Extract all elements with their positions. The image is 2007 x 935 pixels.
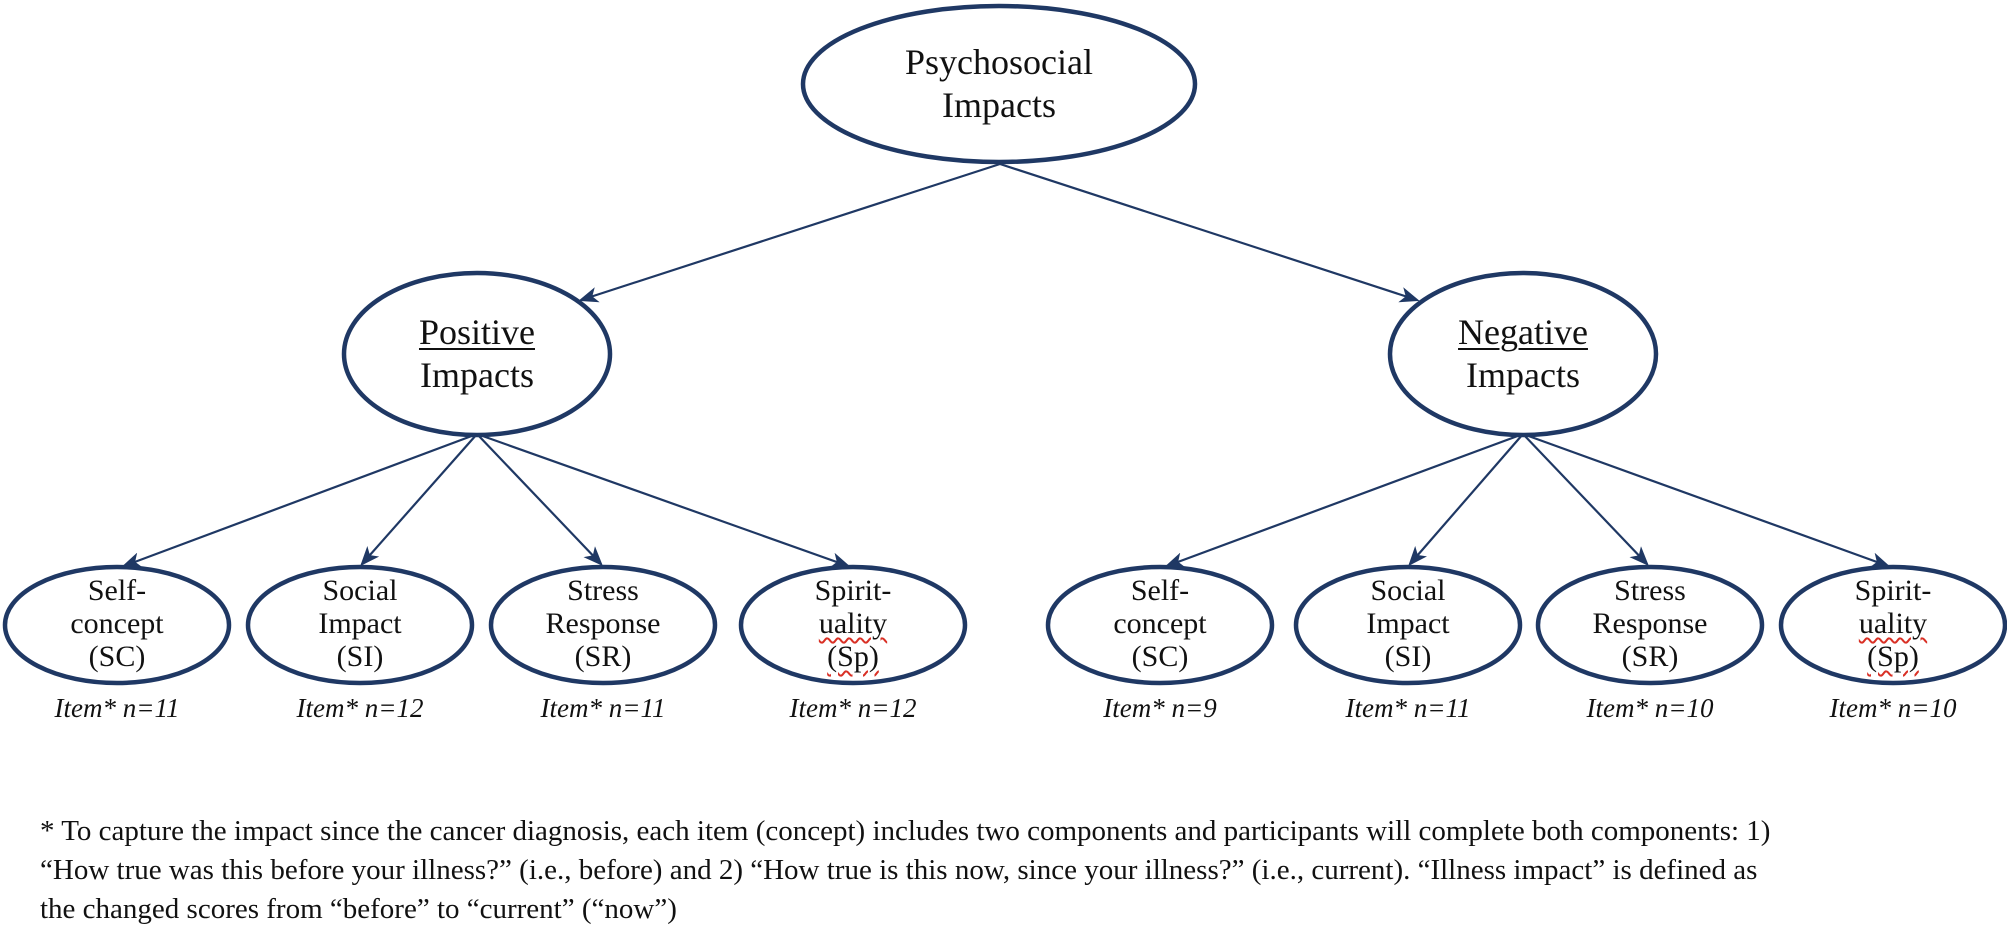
misspelled-word: uality (1858, 607, 1928, 640)
pos-spirituality-ellipse (738, 564, 968, 686)
negative-node-label: Negative Impacts (1390, 311, 1656, 397)
misspelled-word: (Sp) (827, 640, 879, 673)
neg-social-impact-label: Social Impact (SI) (1293, 574, 1523, 673)
misspelled-word: uality (818, 607, 888, 640)
arrow-negative-to-self-concept (1164, 432, 1524, 568)
node-line: concept (70, 607, 164, 640)
pos-social-impact-ellipse (245, 564, 475, 686)
arrow-positive-to-self-concept (121, 432, 478, 568)
neg-self-concept-label: Self- concept (SC) (1045, 574, 1275, 673)
neg-self-concept-ellipse (1045, 564, 1275, 686)
node-line: Social (1370, 574, 1446, 607)
node-line: (Sp) (1778, 640, 2007, 673)
pos-self-concept-item-count: Item* n=11 (54, 693, 180, 723)
misspelled-word: (Sp) (1867, 640, 1919, 673)
negative-label-subtitle: Impacts (1466, 355, 1580, 395)
footnote-line: * To capture the impact since the cancer… (40, 815, 1771, 847)
pos-self-concept-ellipse (2, 564, 232, 686)
arrow-negative-to-social-impact (1408, 433, 1524, 567)
positive-label-subtitle: Impacts (420, 355, 534, 395)
node-line: Stress (1614, 574, 1686, 607)
arrow-positive-to-spirituality (476, 432, 851, 568)
root-label-line2: Impacts (942, 85, 1056, 125)
neg-spirituality-ellipse (1778, 564, 2007, 686)
arrow-negative-to-spirituality (1522, 432, 1891, 568)
root-node-label: Psychosocial Impacts (803, 41, 1195, 127)
node-line: (SI) (336, 640, 384, 673)
node-line: uality (738, 607, 968, 640)
footnote-line: “How true was this before your illness?”… (40, 854, 1758, 886)
node-line: Impact (1366, 607, 1450, 640)
footnote-line: the changed scores from “before” to “cur… (40, 893, 677, 925)
neg-self-concept-item-count: Item* n=9 (1103, 693, 1217, 723)
node-line: (SC) (88, 640, 146, 673)
neg-stress-response-item-count: Item* n=10 (1586, 693, 1714, 723)
root-label-line1: Psychosocial (905, 42, 1093, 82)
node-line: Social (322, 574, 398, 607)
node-line: (SR) (1621, 640, 1679, 673)
neg-spirituality-label: Spirit- uality (Sp) (1778, 574, 2007, 673)
arrow-positive-to-social-impact (360, 433, 478, 567)
arrow-positive-to-stress-response (476, 433, 603, 567)
pos-stress-response-label: Stress Response (SR) (488, 574, 718, 673)
root-ellipse (800, 3, 1198, 165)
node-line: Self- (87, 574, 147, 607)
pos-spirituality-label: Spirit- uality (Sp) (738, 574, 968, 673)
node-line: Impact (318, 607, 402, 640)
neg-stress-response-label: Stress Response (SR) (1535, 574, 1765, 673)
node-line: concept (1113, 607, 1207, 640)
arrow-negative-to-stress-response (1522, 433, 1649, 567)
arrow-root-to-positive (578, 162, 1001, 303)
node-line: (SC) (1131, 640, 1189, 673)
node-line: Self- (1130, 574, 1190, 607)
neg-social-impact-item-count: Item* n=11 (1345, 693, 1471, 723)
neg-spirituality-item-count: Item* n=10 (1829, 693, 1957, 723)
positive-label-title: Positive (418, 312, 535, 352)
node-line: Spirit- (814, 574, 892, 607)
node-line: Response (1592, 607, 1708, 640)
arrow-root-to-negative (999, 162, 1420, 303)
neg-social-impact-ellipse (1293, 564, 1523, 686)
node-line: (SR) (574, 640, 632, 673)
node-line: (Sp) (738, 640, 968, 673)
node-line: (SI) (1384, 640, 1432, 673)
node-line: Spirit- (1854, 574, 1932, 607)
pos-social-impact-label: Social Impact (SI) (245, 574, 475, 673)
pos-social-impact-item-count: Item* n=12 (296, 693, 424, 723)
node-line: Response (545, 607, 661, 640)
footnote: * To capture the impact since the cancer… (40, 812, 1770, 929)
negative-label-title: Negative (1458, 312, 1588, 352)
pos-spirituality-item-count: Item* n=12 (789, 693, 917, 723)
pos-stress-response-item-count: Item* n=11 (540, 693, 666, 723)
pos-self-concept-label: Self- concept (SC) (2, 574, 232, 673)
node-line: uality (1778, 607, 2007, 640)
node-line: Stress (567, 574, 639, 607)
neg-stress-response-ellipse (1535, 564, 1765, 686)
positive-node-label: Positive Impacts (344, 311, 610, 397)
pos-stress-response-ellipse (488, 564, 718, 686)
